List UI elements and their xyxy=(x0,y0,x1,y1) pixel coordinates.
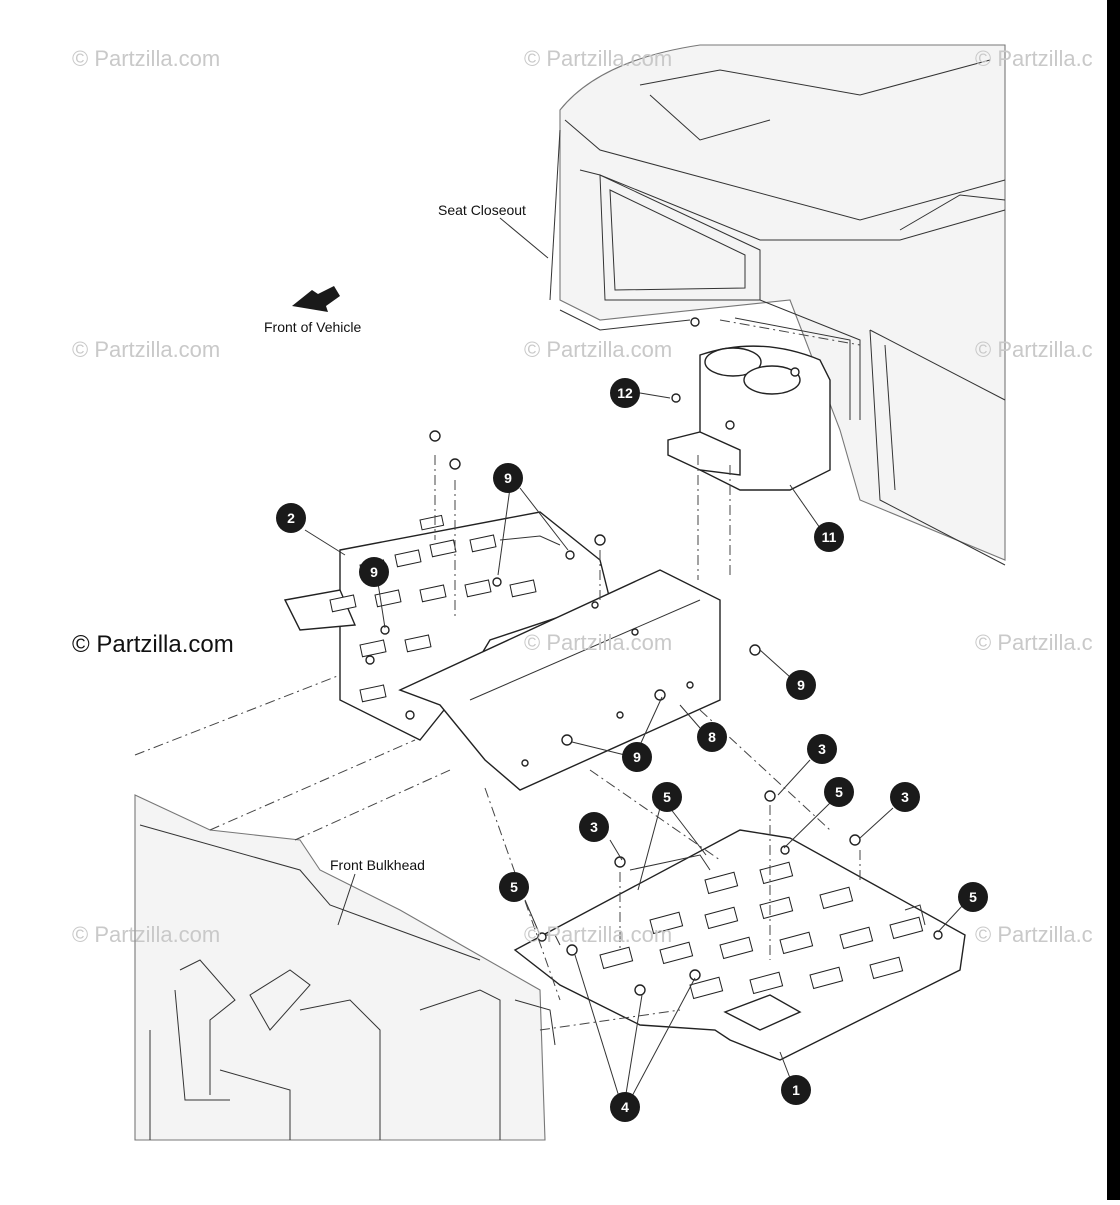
svg-text:8: 8 xyxy=(708,729,716,745)
svg-text:9: 9 xyxy=(504,470,512,486)
part-1-lower-floor-panel xyxy=(513,790,966,1061)
svg-text:2: 2 xyxy=(287,510,295,526)
seat-closeout-panel xyxy=(549,44,1006,566)
callout-3b-leader xyxy=(777,759,811,796)
part-2-upper-floor-panel xyxy=(283,430,611,741)
callout-5c: 5 xyxy=(499,872,529,902)
watermark-right: © Partzilla.c xyxy=(975,630,1093,655)
svg-text:9: 9 xyxy=(797,677,805,693)
callout-3c: 3 xyxy=(890,782,920,812)
callout-12-leader xyxy=(639,392,671,399)
watermark-bottom-right: © Partzilla.c xyxy=(975,922,1093,947)
callout-5c-leader xyxy=(524,899,541,936)
callout-4: 4 xyxy=(610,1092,640,1122)
callout-9b: 9 xyxy=(359,557,389,587)
callout-5a-leader-1 xyxy=(637,807,661,891)
callout-8: 8 xyxy=(697,722,727,752)
callout-4-leader-3 xyxy=(629,977,696,1101)
callout-4-leader-2 xyxy=(624,994,643,1101)
svg-text:9: 9 xyxy=(370,564,378,580)
callout-9a: 9 xyxy=(493,463,523,493)
callout-3b: 3 xyxy=(807,734,837,764)
callout-5d-leader xyxy=(937,904,964,933)
svg-text:5: 5 xyxy=(663,789,671,805)
callout-9c: 9 xyxy=(786,670,816,700)
svg-text:1: 1 xyxy=(792,1082,800,1098)
callout-11-leader xyxy=(789,484,821,529)
callout-9d-leader-2 xyxy=(571,741,626,756)
callout-3a-leader xyxy=(609,839,623,861)
seat-closeout-leader xyxy=(499,217,549,259)
callout-9b-leader xyxy=(377,582,386,629)
watermark-top-right: © Partzilla.c xyxy=(975,46,1093,71)
callout-3c-leader xyxy=(859,807,894,839)
callout-4-leader-1 xyxy=(574,954,621,1101)
front-bulkhead-panel xyxy=(134,794,556,1141)
part-8-tunnel-cover xyxy=(398,569,761,791)
callout-9a-leader-1 xyxy=(497,487,511,576)
watermark-mid-center: © Partzilla.com xyxy=(524,337,672,362)
svg-text:3: 3 xyxy=(590,819,598,835)
callout-5b-leader xyxy=(783,802,831,849)
watermark-mid-left: © Partzilla.com xyxy=(72,337,220,362)
svg-text:11: 11 xyxy=(822,529,837,545)
callout-9d: 9 xyxy=(622,742,652,772)
svg-text:4: 4 xyxy=(621,1099,629,1115)
svg-text:12: 12 xyxy=(617,385,633,401)
callout-1: 1 xyxy=(781,1075,811,1105)
callout-5a-leader-2 xyxy=(669,807,707,856)
watermark-center: © Partzilla.com xyxy=(524,630,672,655)
callout-1-leader xyxy=(779,1051,791,1079)
svg-text:3: 3 xyxy=(818,741,826,757)
front-bulkhead-label: Front Bulkhead xyxy=(330,857,425,873)
callout-2: 2 xyxy=(276,503,306,533)
front-bulkhead-leader xyxy=(337,873,356,926)
callout-5b: 5 xyxy=(824,777,854,807)
watermark-bottom-left: © Partzilla.com xyxy=(72,922,220,947)
callout-9d-leader-1 xyxy=(639,696,663,746)
front-of-vehicle-label: Front of Vehicle xyxy=(264,319,361,335)
svg-text:9: 9 xyxy=(633,749,641,765)
callout-9a-leader-2 xyxy=(519,487,569,551)
callout-9c-leader xyxy=(759,649,791,678)
watermark-top-left: © Partzilla.com xyxy=(72,46,220,71)
svg-text:5: 5 xyxy=(510,879,518,895)
watermark-bottom-center: © Partzilla.com xyxy=(524,922,672,947)
front-arrow-icon xyxy=(292,286,340,312)
callout-5d: 5 xyxy=(958,882,988,912)
callout-12: 12 xyxy=(610,378,640,408)
callout-11: 11 xyxy=(814,522,844,552)
right-edge-bar xyxy=(1107,0,1120,1200)
callout-2-leader xyxy=(304,529,346,556)
svg-text:3: 3 xyxy=(901,789,909,805)
watermark-mid-right: © Partzilla.c xyxy=(975,337,1093,362)
svg-text:5: 5 xyxy=(969,889,977,905)
svg-text:5: 5 xyxy=(835,784,843,800)
callout-8-leader xyxy=(679,704,701,729)
callout-3a: 3 xyxy=(579,812,609,842)
seat-closeout-label: Seat Closeout xyxy=(438,202,526,218)
callout-5a: 5 xyxy=(652,782,682,812)
watermark-main: © Partzilla.com xyxy=(72,631,234,658)
watermark-top-center: © Partzilla.com xyxy=(524,46,672,71)
part-11-cup-holder xyxy=(667,317,851,491)
